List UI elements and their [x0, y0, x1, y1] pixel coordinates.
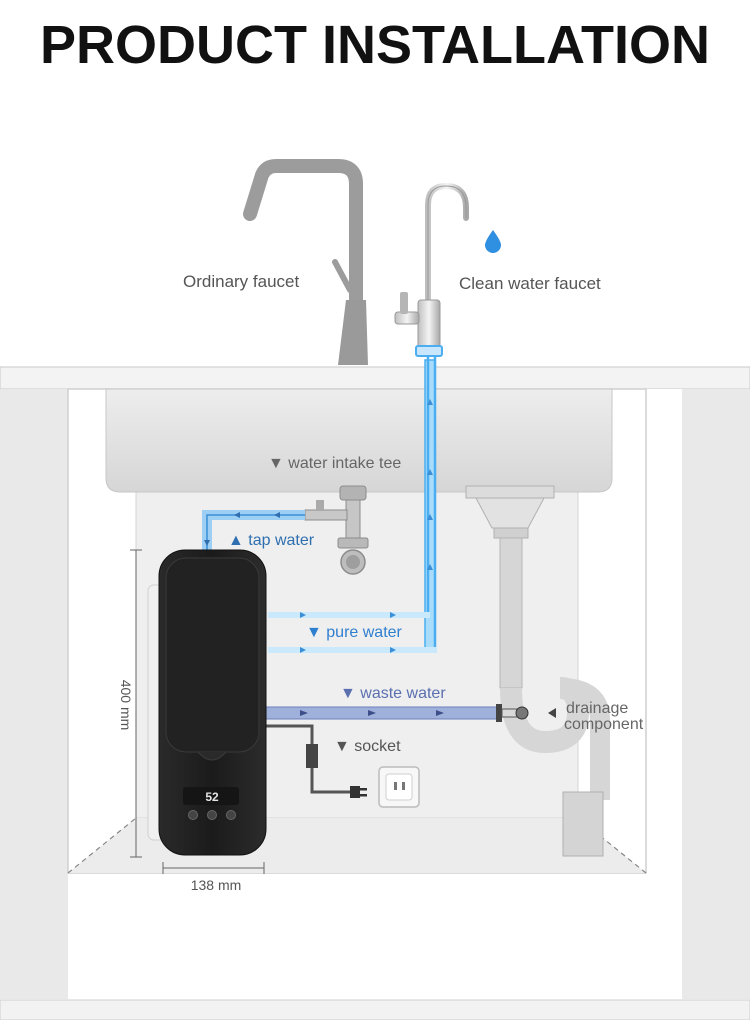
- water-drop-icon: [485, 230, 501, 253]
- drainage-label-line2: component: [564, 716, 644, 733]
- pure-water-pipe: [268, 356, 437, 653]
- tap-water-pipe: [202, 510, 305, 550]
- triangle-marker-icon: ▼: [268, 455, 288, 472]
- drain-pipe: [465, 485, 610, 857]
- socket-label: ▼ socket: [334, 738, 401, 755]
- counter-top: [0, 366, 750, 390]
- power-cable: [264, 724, 352, 794]
- purifier-unit: [147, 549, 267, 856]
- sink-basin: [105, 388, 613, 493]
- page-title: PRODUCT INSTALLATION: [40, 15, 710, 75]
- triangle-marker-icon: ▲: [228, 532, 248, 549]
- water-intake-tee: [304, 485, 369, 575]
- triangle-marker-icon: ▼: [306, 624, 326, 641]
- waste-water-pipe: [263, 704, 529, 722]
- ordinary-faucet-label: Ordinary faucet: [183, 272, 299, 291]
- power-plug-icon: [350, 786, 367, 798]
- triangle-marker-icon: ▼: [334, 738, 354, 755]
- tap-water-label: ▲ tap water: [228, 532, 315, 549]
- wall-socket-icon: [378, 766, 420, 808]
- triangle-marker-icon: ▼: [340, 685, 360, 702]
- clean-water-faucet: [394, 182, 469, 357]
- ordinary-faucet: [243, 159, 368, 365]
- waste-water-label: ▼ waste water: [340, 685, 446, 702]
- pure-water-label: ▼ pure water: [306, 624, 403, 641]
- width-dimension: [162, 862, 265, 874]
- drainage-label-line1: drainage: [566, 700, 628, 717]
- triangle-marker-icon: [548, 708, 556, 718]
- height-dimension-label: 400 mm: [118, 680, 134, 731]
- water-intake-tee-label: ▼ water intake tee: [268, 455, 401, 472]
- display-reading: 52: [205, 790, 219, 804]
- width-dimension-label: 138 mm: [191, 877, 242, 893]
- pure-water-arrows: [300, 399, 433, 653]
- clean-water-faucet-label: Clean water faucet: [459, 274, 601, 293]
- height-dimension: [130, 549, 142, 858]
